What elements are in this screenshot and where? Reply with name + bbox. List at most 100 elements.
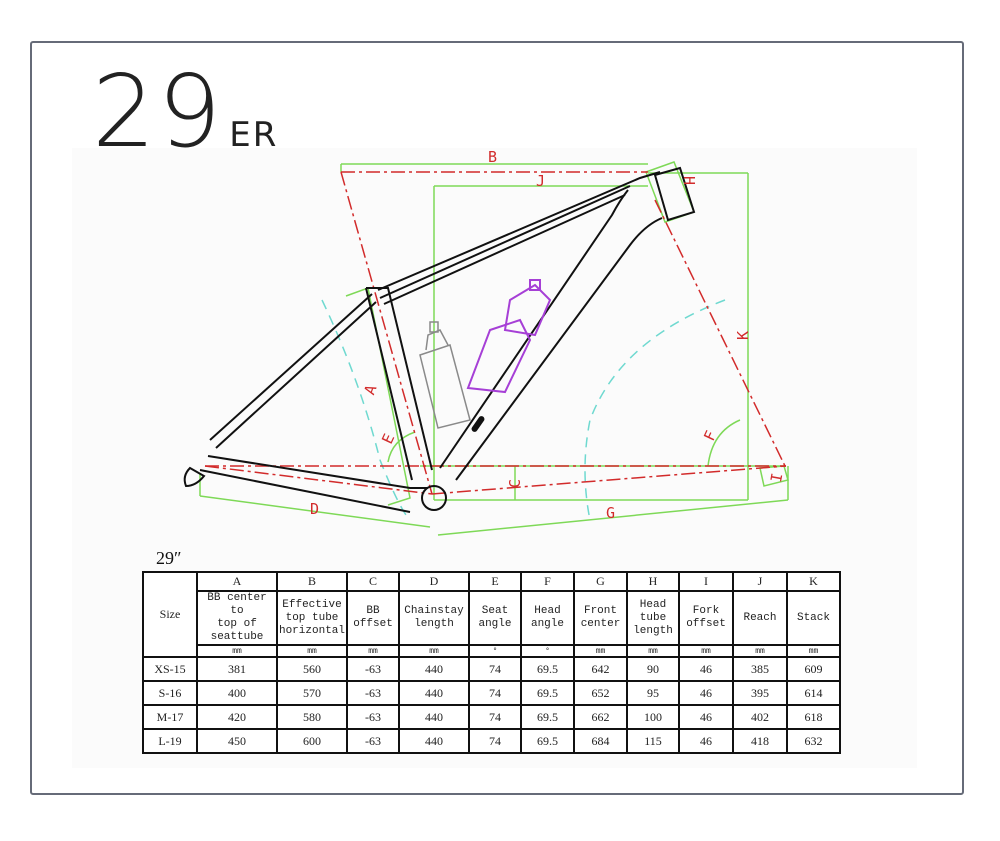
col-unit: mm xyxy=(276,644,348,658)
col-unit: ° xyxy=(468,644,522,658)
bottle-primary xyxy=(466,279,552,394)
col-unit: mm xyxy=(786,644,841,658)
svg-text:I: I xyxy=(767,472,786,484)
value-cell: 684 xyxy=(573,728,628,754)
value-cell: 662 xyxy=(573,704,628,730)
svg-text:A: A xyxy=(360,382,380,397)
col-desc: Stack xyxy=(786,590,841,646)
value-cell: 46 xyxy=(678,728,734,754)
unit-row: mm mm mm mm ° ° mm mm mm mm mm xyxy=(143,644,841,658)
value-cell: -63 xyxy=(346,656,400,682)
col-unit: mm xyxy=(732,644,788,658)
size-header: Size xyxy=(142,571,198,658)
value-cell: 395 xyxy=(732,680,788,706)
table-row: M-17 420 580 -63 440 74 69.5 662 100 46 … xyxy=(142,704,841,730)
col-letter: J xyxy=(732,571,788,592)
value-cell: 440 xyxy=(398,728,470,754)
bottle-secondary xyxy=(419,321,471,429)
value-cell: 402 xyxy=(732,704,788,730)
value-cell: 100 xyxy=(626,704,680,730)
construction-arcs xyxy=(321,299,726,521)
bike-frame xyxy=(183,166,696,513)
col-letter: F xyxy=(520,571,575,592)
value-cell: 69.5 xyxy=(520,704,575,730)
svg-text:C: C xyxy=(506,479,524,488)
value-cell: -63 xyxy=(346,704,400,730)
value-cell: 90 xyxy=(626,656,680,682)
col-letter: K xyxy=(786,571,841,592)
col-letter: B xyxy=(276,571,348,592)
svg-text:H: H xyxy=(680,176,698,185)
title-number: 29 xyxy=(92,53,224,170)
value-cell: 600 xyxy=(276,728,348,754)
col-unit: mm xyxy=(626,644,680,658)
value-cell: 440 xyxy=(398,656,470,682)
value-cell: 418 xyxy=(732,728,788,754)
value-cell: 450 xyxy=(196,728,278,754)
col-unit: ° xyxy=(520,644,575,658)
dimension-lines xyxy=(199,161,789,536)
col-letter: A xyxy=(196,571,278,592)
svg-text:B: B xyxy=(488,148,497,166)
value-cell: 420 xyxy=(196,704,278,730)
value-cell: 46 xyxy=(678,656,734,682)
title-suffix: ER xyxy=(229,115,279,155)
value-cell: 560 xyxy=(276,656,348,682)
value-cell: -63 xyxy=(346,680,400,706)
centerlines xyxy=(204,171,787,495)
svg-text:J: J xyxy=(536,172,545,190)
svg-text:G: G xyxy=(606,504,615,522)
col-letter: E xyxy=(468,571,522,592)
value-cell: 642 xyxy=(573,656,628,682)
value-cell: 632 xyxy=(786,728,841,754)
col-letter: H xyxy=(626,571,680,592)
size-cell: XS-15 xyxy=(142,656,198,682)
col-unit: mm xyxy=(398,644,470,658)
value-cell: 609 xyxy=(786,656,841,682)
value-cell: 46 xyxy=(678,680,734,706)
col-unit: mm xyxy=(573,644,628,658)
col-unit: mm xyxy=(196,644,278,658)
value-cell: 570 xyxy=(276,680,348,706)
value-cell: 400 xyxy=(196,680,278,706)
value-cell: 440 xyxy=(398,704,470,730)
value-cell: 74 xyxy=(468,680,522,706)
col-letter: G xyxy=(573,571,628,592)
value-cell: 69.5 xyxy=(520,728,575,754)
col-letter: D xyxy=(398,571,470,592)
col-desc: Reach xyxy=(732,590,788,646)
value-cell: 381 xyxy=(196,656,278,682)
value-cell: 74 xyxy=(468,656,522,682)
cable-port xyxy=(471,416,485,432)
value-cell: 385 xyxy=(732,656,788,682)
value-cell: 115 xyxy=(626,728,680,754)
col-letter: I xyxy=(678,571,734,592)
value-cell: 440 xyxy=(398,680,470,706)
svg-text:E: E xyxy=(378,431,398,447)
table-row: L-19 450 600 -63 440 74 69.5 684 115 46 … xyxy=(142,728,841,754)
value-cell: 618 xyxy=(786,704,841,730)
col-unit: mm xyxy=(346,644,400,658)
value-cell: 46 xyxy=(678,704,734,730)
value-cell: 69.5 xyxy=(520,680,575,706)
svg-text:K: K xyxy=(734,331,752,340)
svg-text:D: D xyxy=(310,500,319,518)
table-row: XS-15 381 560 -63 440 74 69.5 642 90 46 … xyxy=(142,656,841,682)
value-cell: 580 xyxy=(276,704,348,730)
size-cell: L-19 xyxy=(142,728,198,754)
value-cell: 74 xyxy=(468,704,522,730)
size-cell: S-16 xyxy=(142,680,198,706)
col-unit: mm xyxy=(678,644,734,658)
table-row: S-16 400 570 -63 440 74 69.5 652 95 46 3… xyxy=(142,680,841,706)
